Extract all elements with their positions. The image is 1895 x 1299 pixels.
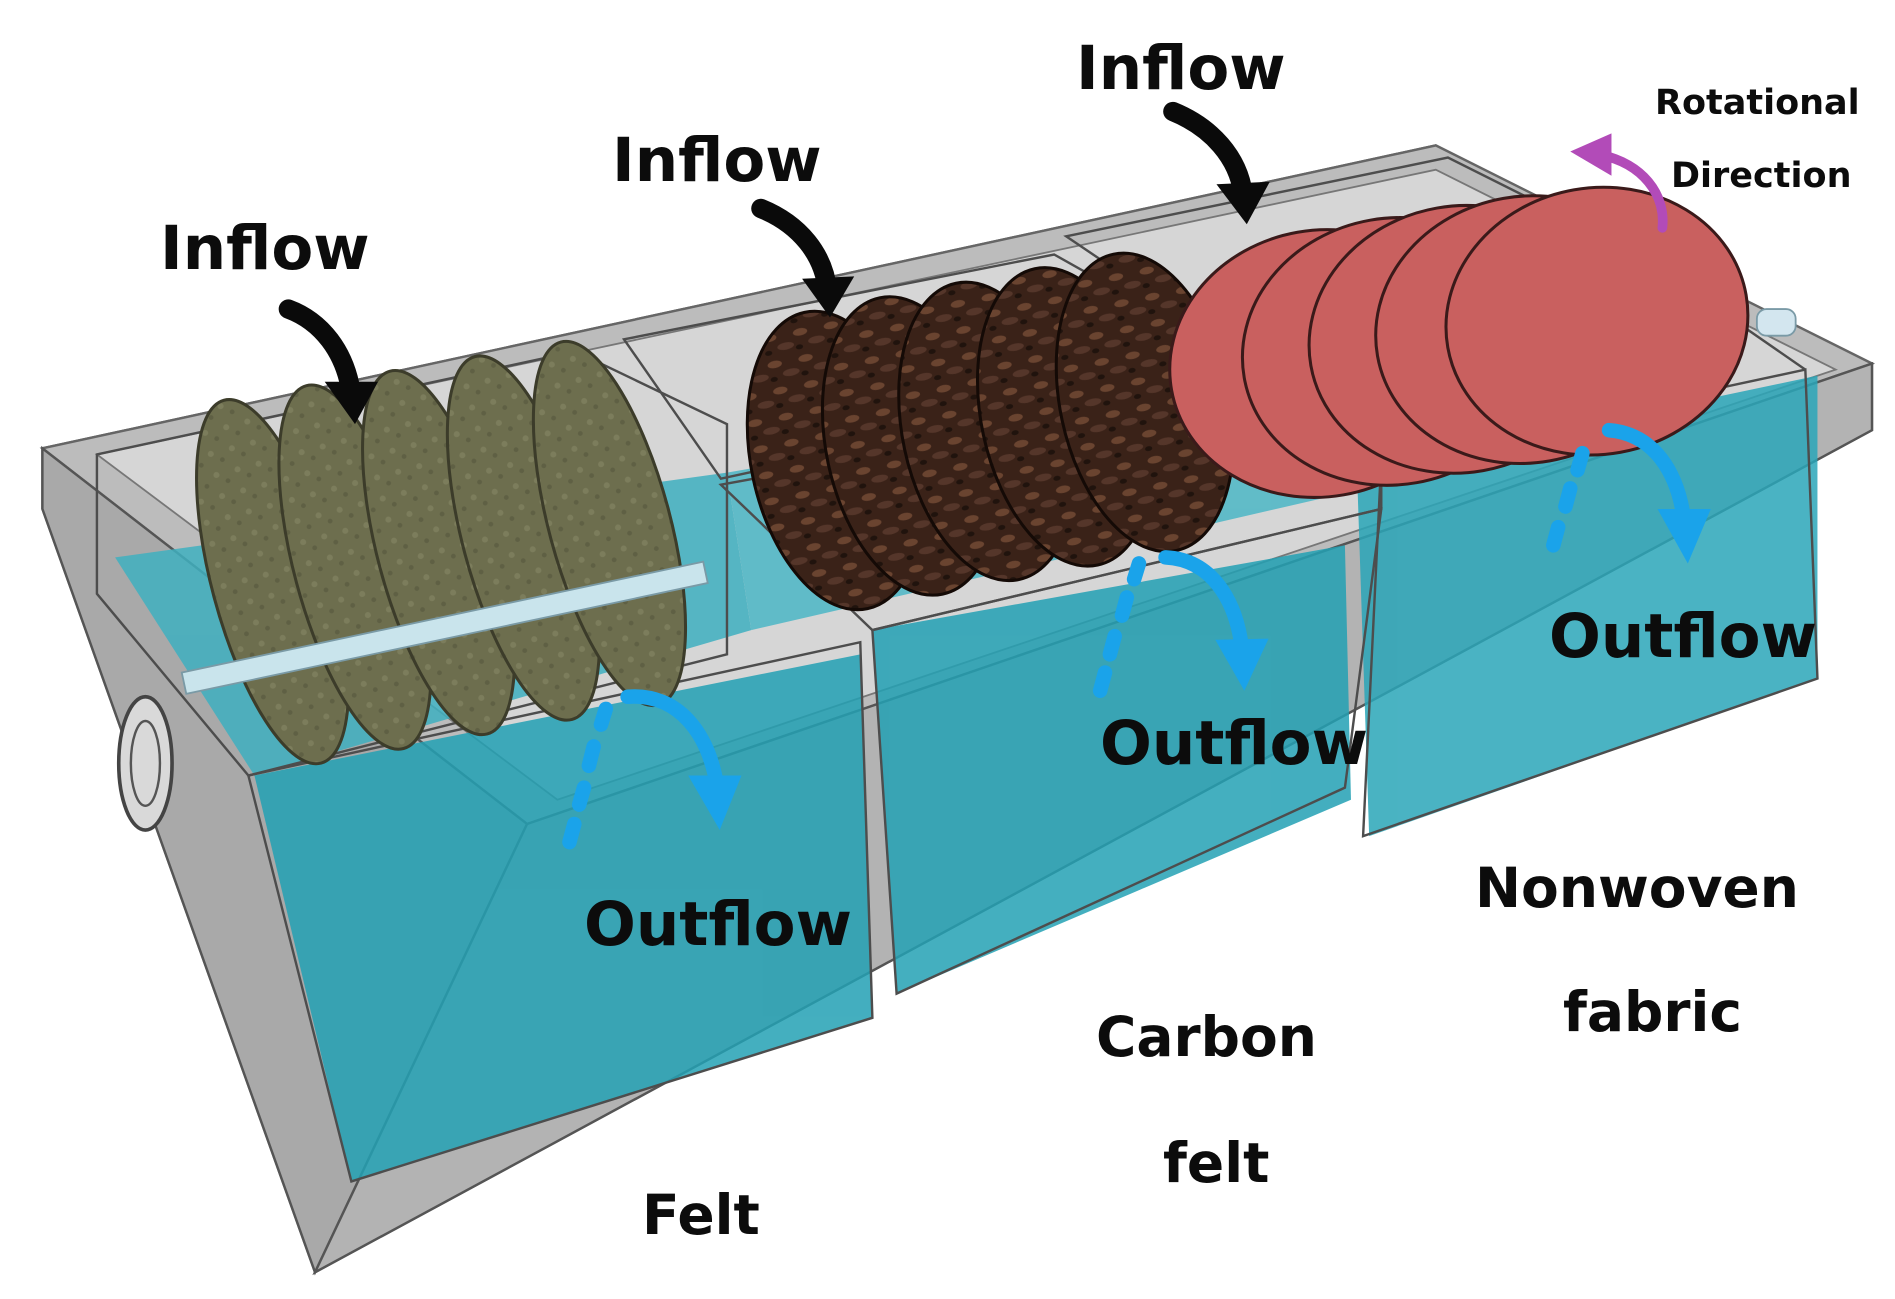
- rotational-label: Rotational: [1655, 83, 1860, 123]
- outflow-label-nonwoven: Outflow: [1549, 601, 1817, 672]
- outflow-label-felt: Outflow: [584, 889, 852, 960]
- carbon-felt-label: felt: [1163, 1131, 1270, 1195]
- inflow-label-felt: Inflow: [160, 213, 370, 284]
- nonwoven-label: Nonwoven: [1475, 856, 1799, 920]
- inflow-nonwoven-arrow-icon: [1163, 101, 1253, 204]
- outflow-felt-arrow-icon: [620, 689, 725, 795]
- outflow-label-carbon: Outflow: [1100, 708, 1368, 779]
- rotating-shaft: [116, 308, 1797, 832]
- inflow-label-nonwoven: Inflow: [1076, 33, 1286, 104]
- outflow-arrows: [562, 422, 1711, 850]
- direction-label: Direction: [1671, 156, 1852, 196]
- rotation-arrow-icon: [1596, 150, 1668, 233]
- outflow-felt-dashes-icon: [562, 701, 614, 850]
- fabric-label: fabric: [1563, 980, 1742, 1044]
- rotation-arrow: [1570, 133, 1668, 233]
- inflow-label-carbon: Inflow: [612, 125, 822, 196]
- inflow-felt-arrow-icon: [278, 299, 362, 404]
- nonwoven-fabric-discs: [1168, 185, 1750, 499]
- handle-wheel-icon[interactable]: [116, 694, 174, 832]
- carbon-label: Carbon: [1096, 1005, 1317, 1069]
- felt-discs: [195, 339, 688, 766]
- felt-label: Felt: [642, 1183, 760, 1247]
- inflow-arrows: [278, 101, 1270, 425]
